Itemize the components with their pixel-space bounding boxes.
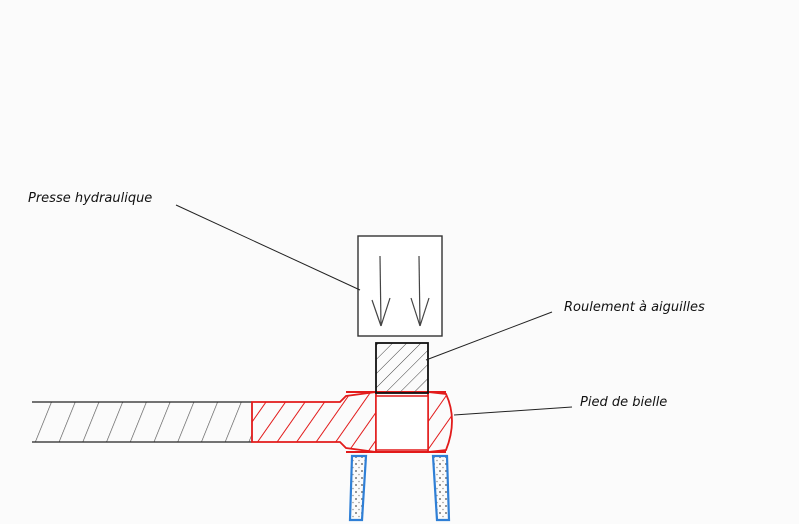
small-end (251, 390, 453, 454)
label-roulement-aiguilles: Roulement à aiguilles (564, 300, 705, 315)
needle-bearing (375, 342, 429, 394)
arrow-down-icon (410, 255, 430, 327)
support-right (431, 454, 451, 522)
hydraulic-press (357, 235, 443, 337)
leader-presse (175, 204, 361, 291)
leader-pied (453, 406, 573, 416)
arrow-down-icon (371, 255, 391, 327)
label-pied-de-bielle: Pied de bielle (580, 395, 668, 410)
rod-shaft (32, 401, 252, 443)
support-left (348, 454, 368, 522)
label-presse-hydraulique: Presse hydraulique (28, 191, 153, 206)
leader-roulement (425, 311, 553, 361)
